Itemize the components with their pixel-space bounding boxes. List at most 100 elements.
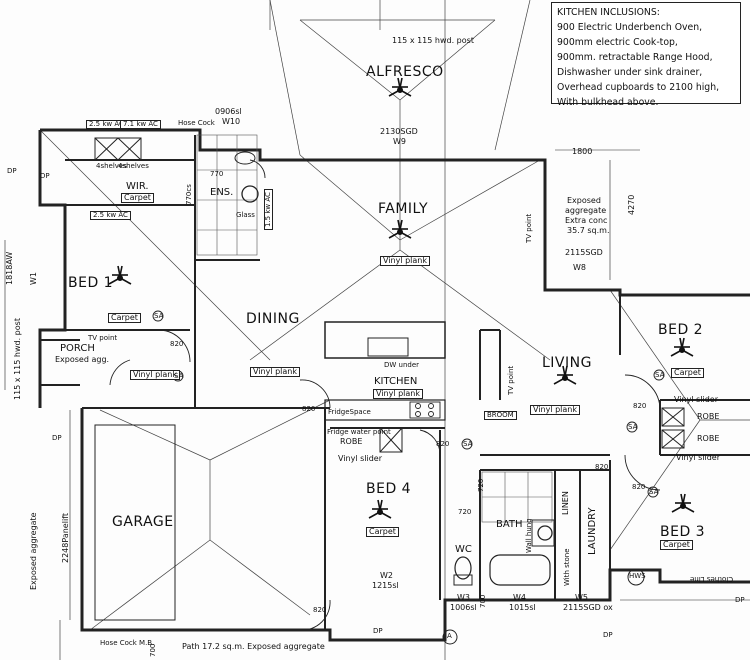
hose-cock-label: Hose Cock xyxy=(178,119,215,127)
room-label-wir: WIR. xyxy=(126,181,149,192)
room-label-living: LIVING xyxy=(542,355,592,371)
fridge-water-label: Fridge water point xyxy=(327,428,391,436)
dim-820-kitchen: 820 xyxy=(436,440,450,448)
dim-770: 770 xyxy=(210,170,224,178)
room-label-porch: PORCH xyxy=(60,343,95,354)
dp-label-1: DP xyxy=(40,172,50,180)
clothes-line-label: Clothes Line xyxy=(690,575,734,583)
inclusions-line: 900mm electric Cook-top, xyxy=(557,37,678,48)
dim-820-dining: 820 xyxy=(302,405,316,413)
finish-vinyl-slider-bed2: Vinyl slider xyxy=(674,395,718,404)
room-label-bed2: BED 2 xyxy=(658,322,704,338)
window-w10: W10 xyxy=(222,117,241,126)
door-2115sgd: 2115SGD xyxy=(565,248,603,257)
sa-label-5: SA xyxy=(628,423,638,431)
hose-cock-mb-label: Hose Cock M.B. xyxy=(100,639,155,647)
sa-label-2: SA xyxy=(174,372,184,380)
exposed-right-l4: 35.7 sq.m. xyxy=(567,226,610,235)
fridge-space-label: FridgeSpace xyxy=(328,408,371,416)
room-label-bath: BATH xyxy=(496,519,523,530)
door-2130sgd: 2130SGD xyxy=(380,127,418,136)
finish-vinyl-living: Vinyl plank xyxy=(530,405,580,415)
fan-icon-bed3 xyxy=(671,493,695,513)
door-w9: W9 xyxy=(393,137,406,146)
finish-carpet-bed4: Carpet xyxy=(366,527,399,537)
tv-point-living: TV point xyxy=(507,365,515,395)
window-1818aw: 1818AW xyxy=(5,251,14,285)
dim-820-laundry: 820 xyxy=(595,463,609,471)
robe-label-bed3: ROBE xyxy=(697,434,720,443)
room-label-bed3: BED 3 xyxy=(660,524,706,540)
dim-820-garage: 820 xyxy=(313,606,327,614)
ac-unit-25-b: 2.5 kw AC xyxy=(90,211,131,220)
shelves-label-b: 4shelves xyxy=(118,162,149,170)
inclusions-title: KITCHEN INCLUSIONS: xyxy=(557,7,660,18)
with-stone-label: With stone xyxy=(563,548,571,586)
room-label-family: FAMILY xyxy=(378,201,429,217)
finish-exposed-aggregate-left: Exposed aggregate xyxy=(29,512,38,590)
sa-label-4: SA xyxy=(655,371,665,379)
room-label-dining: DINING xyxy=(246,311,300,327)
path-label: Path 17.2 sq.m. Exposed aggregate xyxy=(182,642,325,651)
tv-point-family: TV point xyxy=(525,213,533,243)
wall-hung-label: Wall hung xyxy=(525,518,533,553)
room-label-alfresco: ALFRESCO xyxy=(366,64,444,80)
exposed-right-l3: Extra conc xyxy=(565,216,608,225)
ac-unit-71: 7.1 kw AC xyxy=(120,120,161,129)
dim-820-bed2: 820 xyxy=(633,402,647,410)
exposed-right-l2: aggregate xyxy=(565,206,607,215)
fan-icon-bed2 xyxy=(670,337,694,357)
fan-icon-alfresco xyxy=(388,77,412,97)
finish-vinyl-kitchen: Vinyl plank xyxy=(373,389,423,399)
room-label-bed4: BED 4 xyxy=(366,481,412,497)
finish-carpet-bed3: Carpet xyxy=(660,540,693,550)
robe-label-bed2: ROBE xyxy=(697,412,720,421)
window-w4: W4 xyxy=(513,593,526,602)
finish-vinyl-slider-bed3: Vinyl slider xyxy=(676,453,720,462)
window-w2: W2 xyxy=(380,571,393,580)
inclusions-line: Overhead cupboards to 2100 high, xyxy=(557,82,720,93)
dim-720-b: 720 xyxy=(477,478,485,492)
robe-label-bed4: ROBE xyxy=(340,437,363,446)
ac-unit-15: 1.5 kw AC xyxy=(264,189,273,230)
dim-770cs: 770cs xyxy=(185,184,193,205)
hws-label: HWS xyxy=(629,572,646,580)
window-1006sl: 1006sl xyxy=(450,603,477,612)
finish-carpet-wir: Carpet xyxy=(121,193,154,203)
garage-door-2248panelift: 2248Panelift xyxy=(61,513,70,563)
inclusions-line: 900 Electric Underbench Oven, xyxy=(557,22,703,33)
sa-label-1: SA xyxy=(154,312,164,320)
finish-exposed-agg-porch: Exposed agg. xyxy=(55,355,110,364)
dw-under-label: DW under xyxy=(384,361,420,369)
window-0906sl: 0906sl xyxy=(215,107,242,116)
dp-label-5: DP xyxy=(735,596,745,604)
finish-vinyl-dining: Vinyl plank xyxy=(250,367,300,377)
dim-720-a: 720 xyxy=(458,508,472,516)
dp-label-3: DP xyxy=(373,627,383,635)
inclusions-line: 900mm. retractable Range Hood, xyxy=(557,52,713,63)
finish-vinyl-family: Vinyl plank xyxy=(380,256,430,266)
window-w3: W3 xyxy=(457,593,470,602)
dim-820-bed3: 820 xyxy=(632,483,646,491)
room-label-laundry: LAUNDRY xyxy=(587,507,598,555)
window-1015sl: 1015sl xyxy=(509,603,536,612)
sa-label-3: SA xyxy=(463,440,473,448)
dp-label-6: DP xyxy=(7,167,17,175)
room-label-kitchen: KITCHEN xyxy=(374,376,418,387)
inclusions-line: With bulkhead above. xyxy=(557,97,659,108)
room-label-ens: ENS. xyxy=(210,187,234,198)
finish-vinyl-porch: Vinyl plank xyxy=(130,370,180,380)
dim-1800: 1800 xyxy=(572,147,593,156)
finish-carpet-bed2: Carpet xyxy=(671,368,704,378)
dp-label-2: DP xyxy=(52,434,62,442)
dim-700-a: 700 xyxy=(479,594,487,608)
finish-glass: Glass xyxy=(236,211,255,219)
post-label-top: 115 x 115 hwd. post xyxy=(392,36,474,45)
door-2115sgd-ox: 2115SGD ox xyxy=(563,603,613,612)
tv-point-bed1: TV point xyxy=(88,334,118,342)
finish-carpet-bed1: Carpet xyxy=(108,313,141,323)
room-label-wc: WC xyxy=(455,544,472,555)
inclusions-line: Dishwasher under sink drainer, xyxy=(557,67,703,78)
broom-label: BROOM xyxy=(484,411,517,420)
